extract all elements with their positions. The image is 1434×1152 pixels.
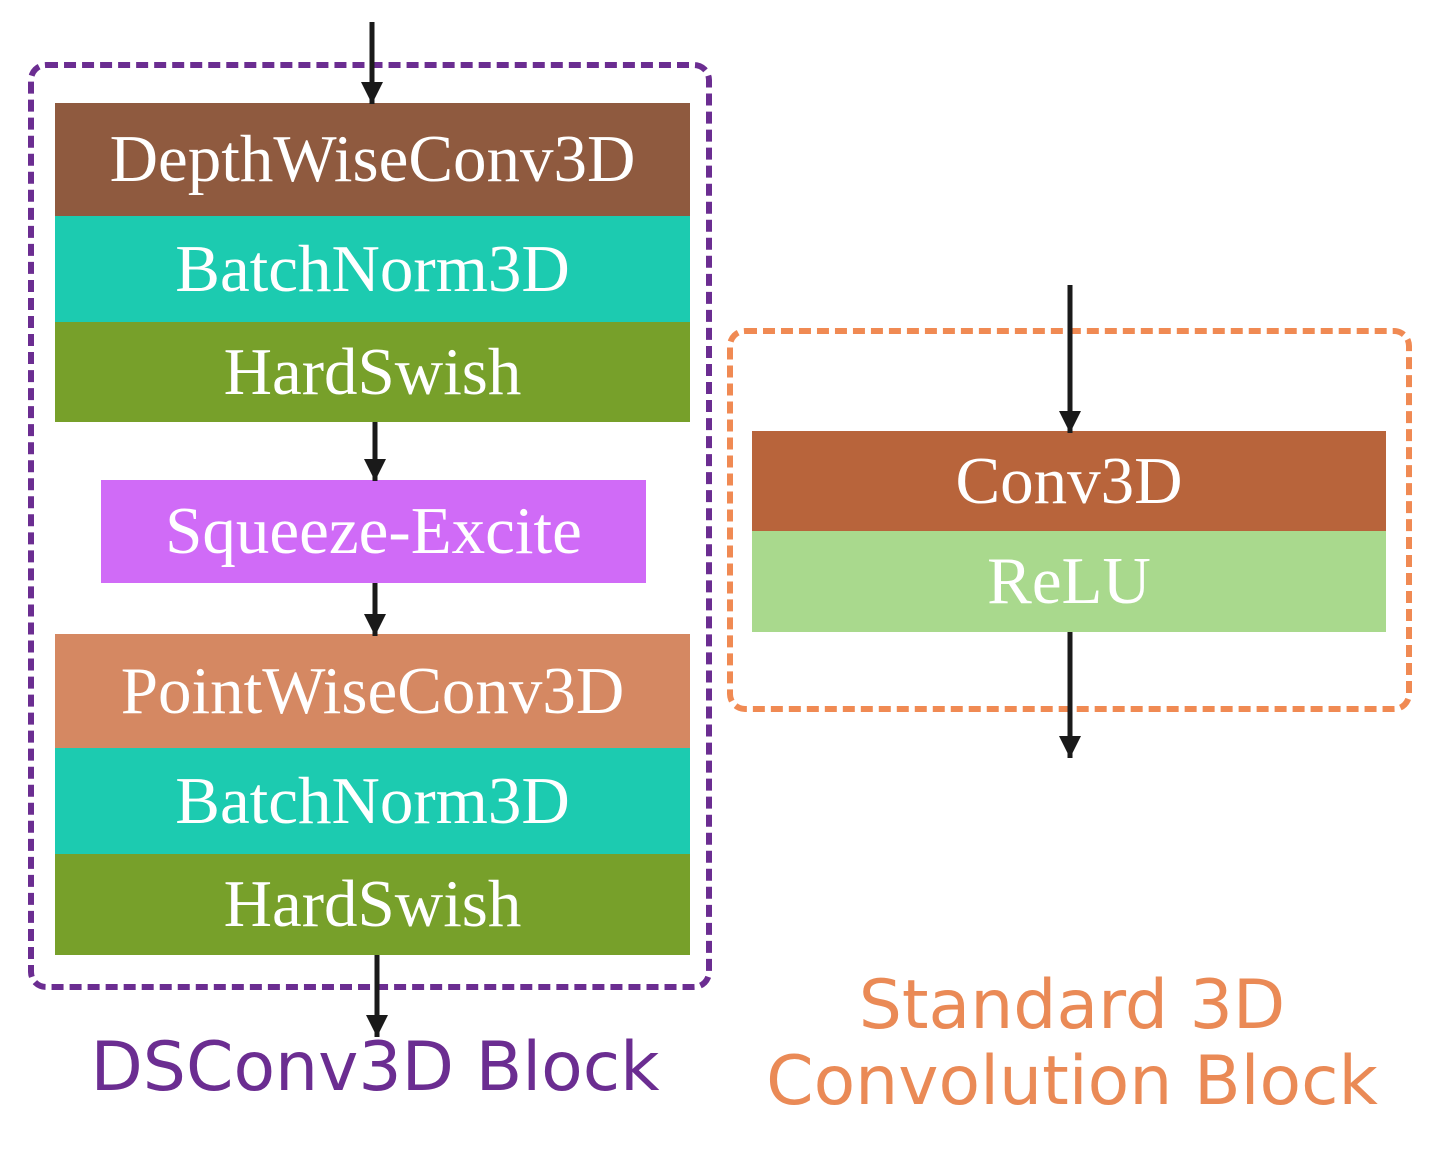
pointwise-conv3d-layer: PointWiseConv3D: [55, 634, 690, 748]
batchnorm3d-layer-1: BatchNorm3D: [55, 216, 690, 322]
batchnorm3d-layer-2: BatchNorm3D: [55, 748, 690, 854]
squeeze-excite-layer: Squeeze-Excite: [101, 480, 646, 583]
relu-layer: ReLU: [752, 531, 1386, 632]
dsconv3d-block-caption: DSConv3D Block: [90, 1028, 660, 1107]
hardswish-layer-1: HardSwish: [55, 322, 690, 422]
hardswish-layer-2: HardSwish: [55, 854, 690, 955]
standard-caption-line-1: Standard 3D: [858, 966, 1286, 1045]
conv3d-layer: Conv3D: [752, 431, 1386, 531]
standard-caption-line-2: Convolution Block: [766, 1042, 1378, 1122]
depthwise-conv3d-layer: DepthWiseConv3D: [55, 103, 690, 216]
standard-conv-block-caption: Standard 3D Convolution Block: [712, 966, 1432, 1122]
